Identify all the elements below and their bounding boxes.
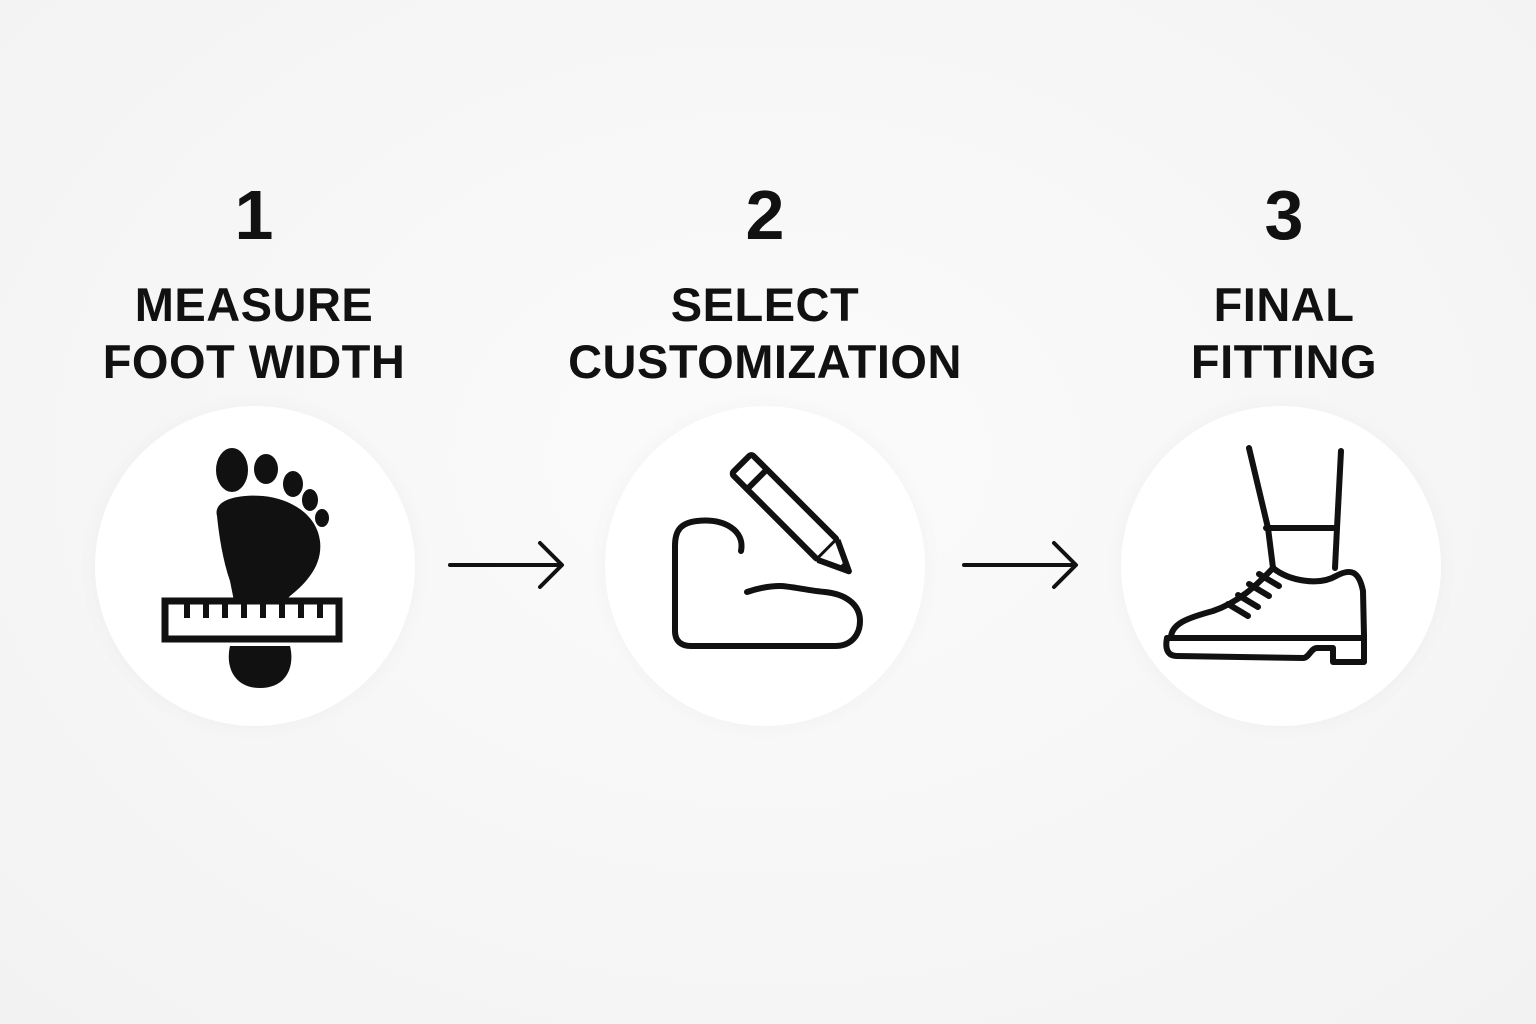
step-title-line-2: CUSTOMIZATION xyxy=(568,335,962,388)
step-title-line-1: FINAL xyxy=(1213,278,1355,331)
step-title-line-2: FITTING xyxy=(1190,335,1378,388)
step-2-icon-circle xyxy=(605,406,925,726)
pencil-drawing-icon xyxy=(672,452,863,649)
step-1: 1 MEASURE FOOT WIDTH xyxy=(14,170,494,390)
step-3: 3 FINAL FITTING xyxy=(1044,170,1524,390)
step-number: 1 xyxy=(234,176,274,254)
right-arrow-icon xyxy=(448,541,564,589)
step-title: MEASURE FOOT WIDTH xyxy=(14,276,494,390)
step-title: FINAL FITTING xyxy=(1044,276,1524,390)
step-title-line-1: SELECT xyxy=(670,278,860,331)
step-title-line-2: FOOT WIDTH xyxy=(102,335,406,388)
foot-ruler-icon xyxy=(161,448,343,688)
shoe-on-foot-icon xyxy=(1163,445,1367,665)
step-title-line-1: MEASURE xyxy=(134,278,374,331)
step-3-icon-circle xyxy=(1121,406,1441,726)
step-title: SELECT CUSTOMIZATION xyxy=(525,276,1005,390)
right-arrow-icon xyxy=(962,541,1078,589)
step-number: 3 xyxy=(1264,176,1304,254)
step-number: 2 xyxy=(745,176,785,254)
step-1-icon-circle xyxy=(95,406,415,726)
step-2: 2 SELECT CUSTOMIZATION xyxy=(525,170,1005,390)
